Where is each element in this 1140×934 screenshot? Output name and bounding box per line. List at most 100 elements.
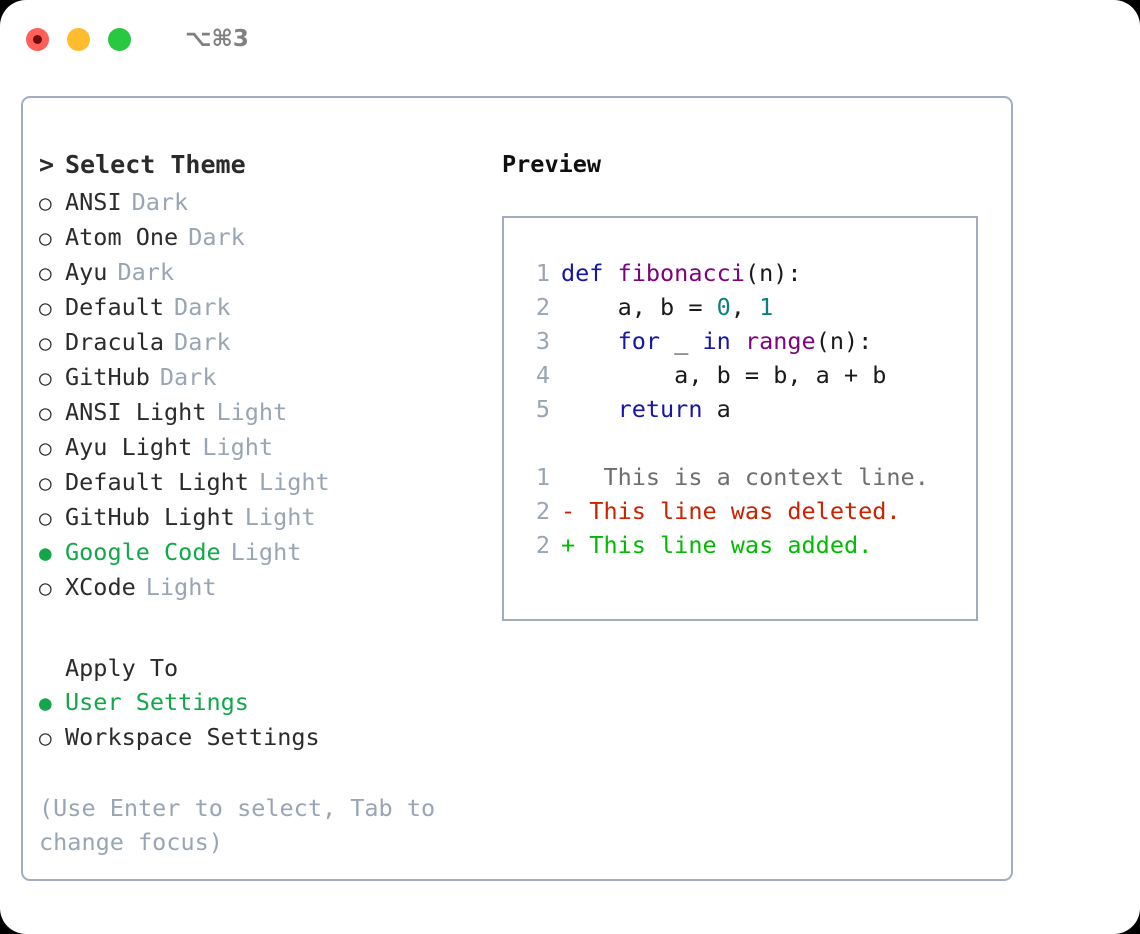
theme-variant-tag: Dark [117,258,175,286]
code-token-plain [731,327,745,355]
diff-line: 1 This is a context line. [516,460,976,494]
code-token-fn: fibonacci [617,259,745,287]
code-token-plain: a, b = [561,293,717,321]
maximize-button-icon[interactable] [108,27,131,51]
apply-to-option-label: Workspace Settings [65,723,320,751]
theme-option-label: Atom One [65,223,179,251]
diff-line-text: - This line was deleted. [561,497,901,525]
theme-option-row[interactable]: ○ Atom One Dark [39,220,489,255]
theme-option-row[interactable]: ○ GitHub Light Light [39,500,489,535]
theme-option-label: Dracula [65,328,165,356]
theme-variant-tag: Dark [131,188,189,216]
close-button-icon[interactable] [26,27,49,51]
select-theme-heading: > Select Theme [39,147,489,183]
theme-variant-tag: Dark [159,363,217,391]
code-token-plain: a, b = b, a + b [561,361,887,389]
keyboard-hint-text: (Use Enter to select, Tab to change focu… [39,794,436,856]
code-token-plain: (n): [815,327,873,355]
code-token-kw: for [617,327,661,355]
minimize-button-icon[interactable] [67,27,90,51]
code-line: 2 a, b = 0, 1 [516,290,976,324]
radio-unselected-icon[interactable]: ○ [39,401,52,425]
theme-variant-tag: Light [258,468,330,496]
code-token-kw: def [561,259,618,287]
radio-unselected-icon[interactable]: ○ [39,331,52,355]
radio-unselected-icon[interactable]: ○ [39,191,52,215]
code-line-text: a, b = 0, 1 [561,290,774,324]
code-token-plain [561,327,618,355]
theme-option-label: GitHub [65,363,150,391]
radio-unselected-icon[interactable]: ○ [39,576,52,600]
apply-to-option-row[interactable]: ○ Workspace Settings [39,720,489,755]
code-line-text: return a [561,392,731,426]
radio-unselected-icon[interactable]: ○ [39,436,52,460]
code-token-plain: (n): [744,259,802,287]
radio-selected-icon[interactable]: ● [39,691,52,715]
radio-unselected-icon[interactable]: ○ [39,726,52,750]
theme-option-row[interactable]: ○ Ayu Dark [39,255,489,290]
code-token-plain: a [702,395,731,423]
diff-line-number: 2 [535,531,550,559]
theme-option-row[interactable]: ○ XCode Light [39,570,489,605]
code-line-text: for _ in range(n): [561,324,873,358]
theme-variant-tag: Dark [188,223,245,251]
theme-option-label: GitHub Light [65,503,235,531]
apply-to-option-list: ● User Settings ○ Workspace Settings [39,685,489,755]
code-line-text: a, b = b, a + b [561,358,886,392]
theme-variant-tag: Light [216,398,288,426]
traffic-lights [26,27,131,51]
diff-sample: 1 This is a context line.2- This line wa… [516,460,976,562]
select-theme-heading-label: Select Theme [65,150,246,179]
radio-unselected-icon[interactable]: ○ [39,296,52,320]
code-line-number: 1 [535,259,550,287]
diff-line-text: This is a context line. [561,463,929,491]
radio-unselected-icon[interactable]: ○ [39,261,52,285]
theme-variant-tag: Light [230,538,302,566]
code-token-plain: _ [660,327,703,355]
theme-variant-tag: Light [145,573,217,601]
apply-to-option-row[interactable]: ● User Settings [39,685,489,720]
theme-option-label: Default Light [65,468,249,496]
radio-unselected-icon[interactable]: ○ [39,366,52,390]
theme-option-label: Default [65,293,165,321]
diff-line-number: 1 [535,463,550,491]
code-line-number: 4 [535,361,550,389]
code-token-plain [561,395,618,423]
theme-option-label: XCode [65,573,136,601]
theme-option-label: Ayu [65,258,108,286]
diff-line: 2 + This line was added. [516,528,976,562]
diff-line-text: + This line was added. [561,531,873,559]
theme-option-row[interactable]: ○ ANSI Light Light [39,395,489,430]
radio-selected-icon[interactable]: ● [39,541,52,565]
radio-unselected-icon[interactable]: ○ [39,226,52,250]
keyboard-shortcut-label: ⌥⌘3 [185,26,249,52]
code-line: 5 return a [516,392,976,426]
diff-spacer [516,426,976,460]
theme-option-row[interactable]: ○ GitHub Dark [39,360,489,395]
theme-variant-tag: Light [244,503,316,531]
theme-option-label: Ayu Light [65,433,193,461]
theme-option-row[interactable]: ○ Default Light Light [39,465,489,500]
theme-option-row[interactable]: ● Google Code Light [39,535,489,570]
code-line-number: 2 [535,293,550,321]
theme-option-label: ANSI Light [65,398,207,426]
code-token-num: 0 [716,293,731,321]
apply-to-option-label: User Settings [65,688,249,716]
diff-line: 2- This line was deleted. [516,494,976,528]
radio-unselected-icon[interactable]: ○ [39,506,52,530]
section-spacer [39,605,489,651]
radio-unselected-icon[interactable]: ○ [39,471,52,495]
code-line: 1 def fibonacci(n): [516,256,976,290]
apply-to-heading: Apply To [65,654,179,682]
theme-option-label: Google Code [65,538,221,566]
